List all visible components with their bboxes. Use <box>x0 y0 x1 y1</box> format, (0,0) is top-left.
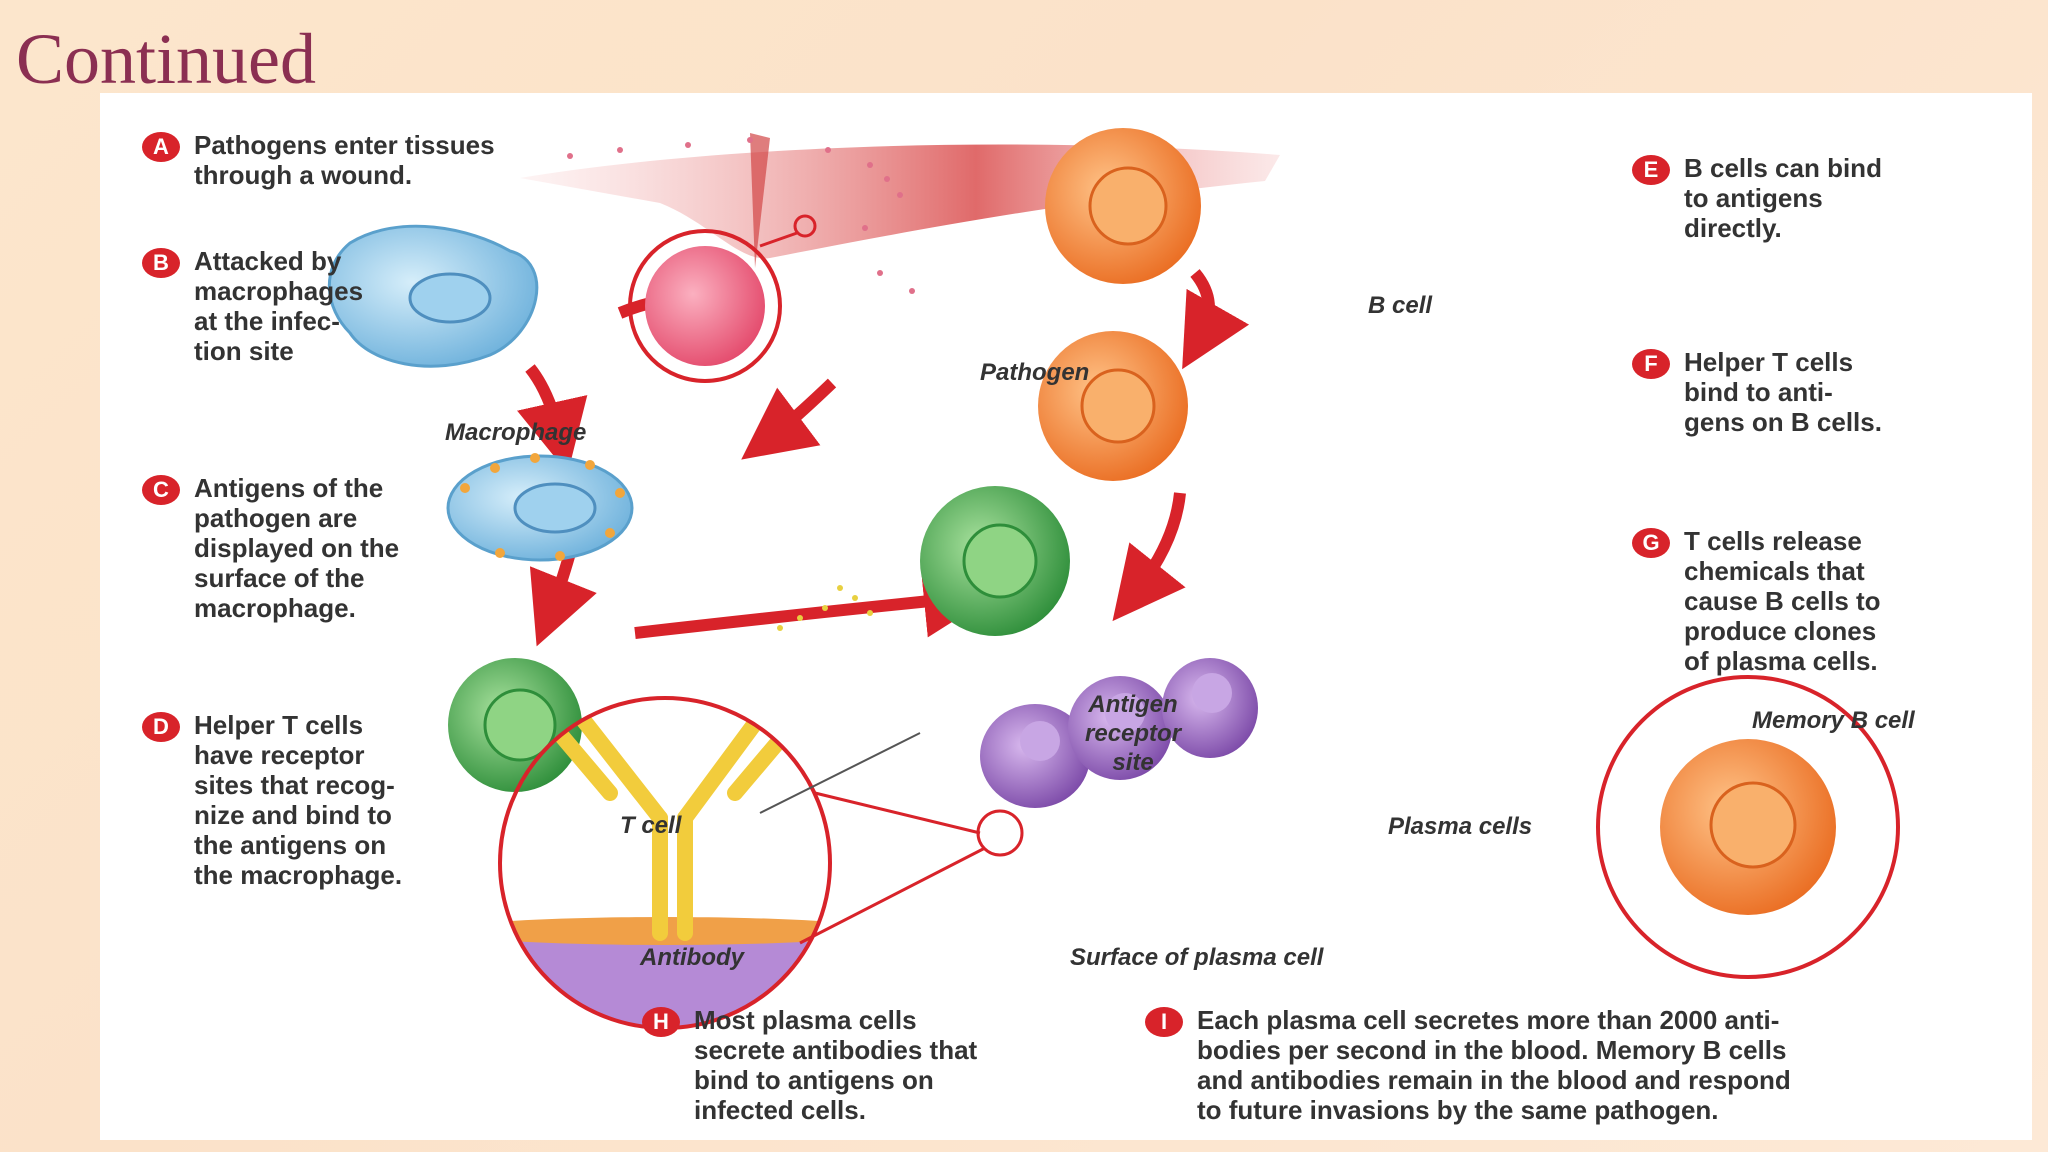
diagram-panel: A Pathogens enter tissues through a woun… <box>100 93 2032 1140</box>
step-h: H Most plasma cells secrete antibodies t… <box>642 1005 977 1125</box>
label-b-cell: B cell <box>1368 292 1433 319</box>
b-cell-illustration <box>1045 128 1201 284</box>
label-antibody: Antibody <box>640 944 744 971</box>
step-c: C Antigens of the pathogen are displayed… <box>142 473 399 623</box>
immune-response-illustration <box>327 128 1900 1030</box>
step-b: B Attacked by macrophages at the infec- … <box>142 246 363 366</box>
step-h-text: Most plasma cells secrete antibodies tha… <box>694 1005 978 1125</box>
step-g-badge: G <box>1632 528 1670 558</box>
b-cell-bound-illustration <box>1038 331 1188 481</box>
step-a-badge: A <box>142 132 180 162</box>
step-c-badge: C <box>142 475 180 505</box>
label-plasma-cells: Plasma cells <box>1388 813 1533 840</box>
plasma-cells-illustration <box>980 658 1258 808</box>
step-a-text: Pathogens enter tissues through a wound. <box>194 130 495 190</box>
step-b-text: Attacked by macrophages at the infec- ti… <box>194 246 364 366</box>
step-e: E B cells can bind to antigens directly. <box>1632 153 1882 243</box>
label-pathogen: Pathogen <box>980 359 1090 386</box>
helper-t-cell-illustration <box>777 486 1070 636</box>
slide-title: Continued <box>16 19 316 99</box>
step-e-badge: E <box>1632 155 1670 185</box>
step-g-text: T cells release chemicals that cause B c… <box>1684 526 1881 676</box>
memory-b-cell-illustration <box>1596 675 1900 979</box>
step-d-badge: D <box>142 712 180 742</box>
pathogen-cell-illustration <box>628 214 817 383</box>
macrophage-with-antigens-illustration <box>446 453 634 562</box>
step-b-badge: B <box>142 248 180 278</box>
step-c-text: Antigens of the pathogen are displayed o… <box>194 473 400 623</box>
step-d: D Helper T cells have receptor sites tha… <box>142 710 402 890</box>
step-f: F Helper T cells bind to anti- gens on B… <box>1632 347 1882 437</box>
step-i-badge: I <box>1145 1007 1183 1037</box>
step-h-badge: H <box>642 1007 680 1037</box>
label-memory-b-cell: Memory B cell <box>1752 707 1915 734</box>
label-antigen-receptor-site: Antigen receptor site <box>1085 691 1182 776</box>
step-a: A Pathogens enter tissues through a woun… <box>142 130 495 190</box>
t-cell-illustration <box>448 658 582 792</box>
antibody-inset-illustration <box>498 696 1024 1030</box>
step-f-text: Helper T cells bind to anti- gens on B c… <box>1684 347 1882 437</box>
step-e-text: B cells can bind to antigens directly. <box>1684 153 1882 243</box>
step-i-text: Each plasma cell secretes more than 2000… <box>1197 1005 1791 1125</box>
step-f-badge: F <box>1632 349 1670 379</box>
step-i: I Each plasma cell secretes more than 20… <box>1145 1005 1791 1125</box>
step-g: G T cells release chemicals that cause B… <box>1632 526 1881 676</box>
label-macrophage: Macrophage <box>445 419 587 446</box>
step-d-text: Helper T cells have receptor sites that … <box>194 710 403 890</box>
macrophage-cell-illustration <box>327 224 539 368</box>
label-surface-of-plasma-cell: Surface of plasma cell <box>1070 944 1324 971</box>
label-t-cell: T cell <box>620 812 682 839</box>
